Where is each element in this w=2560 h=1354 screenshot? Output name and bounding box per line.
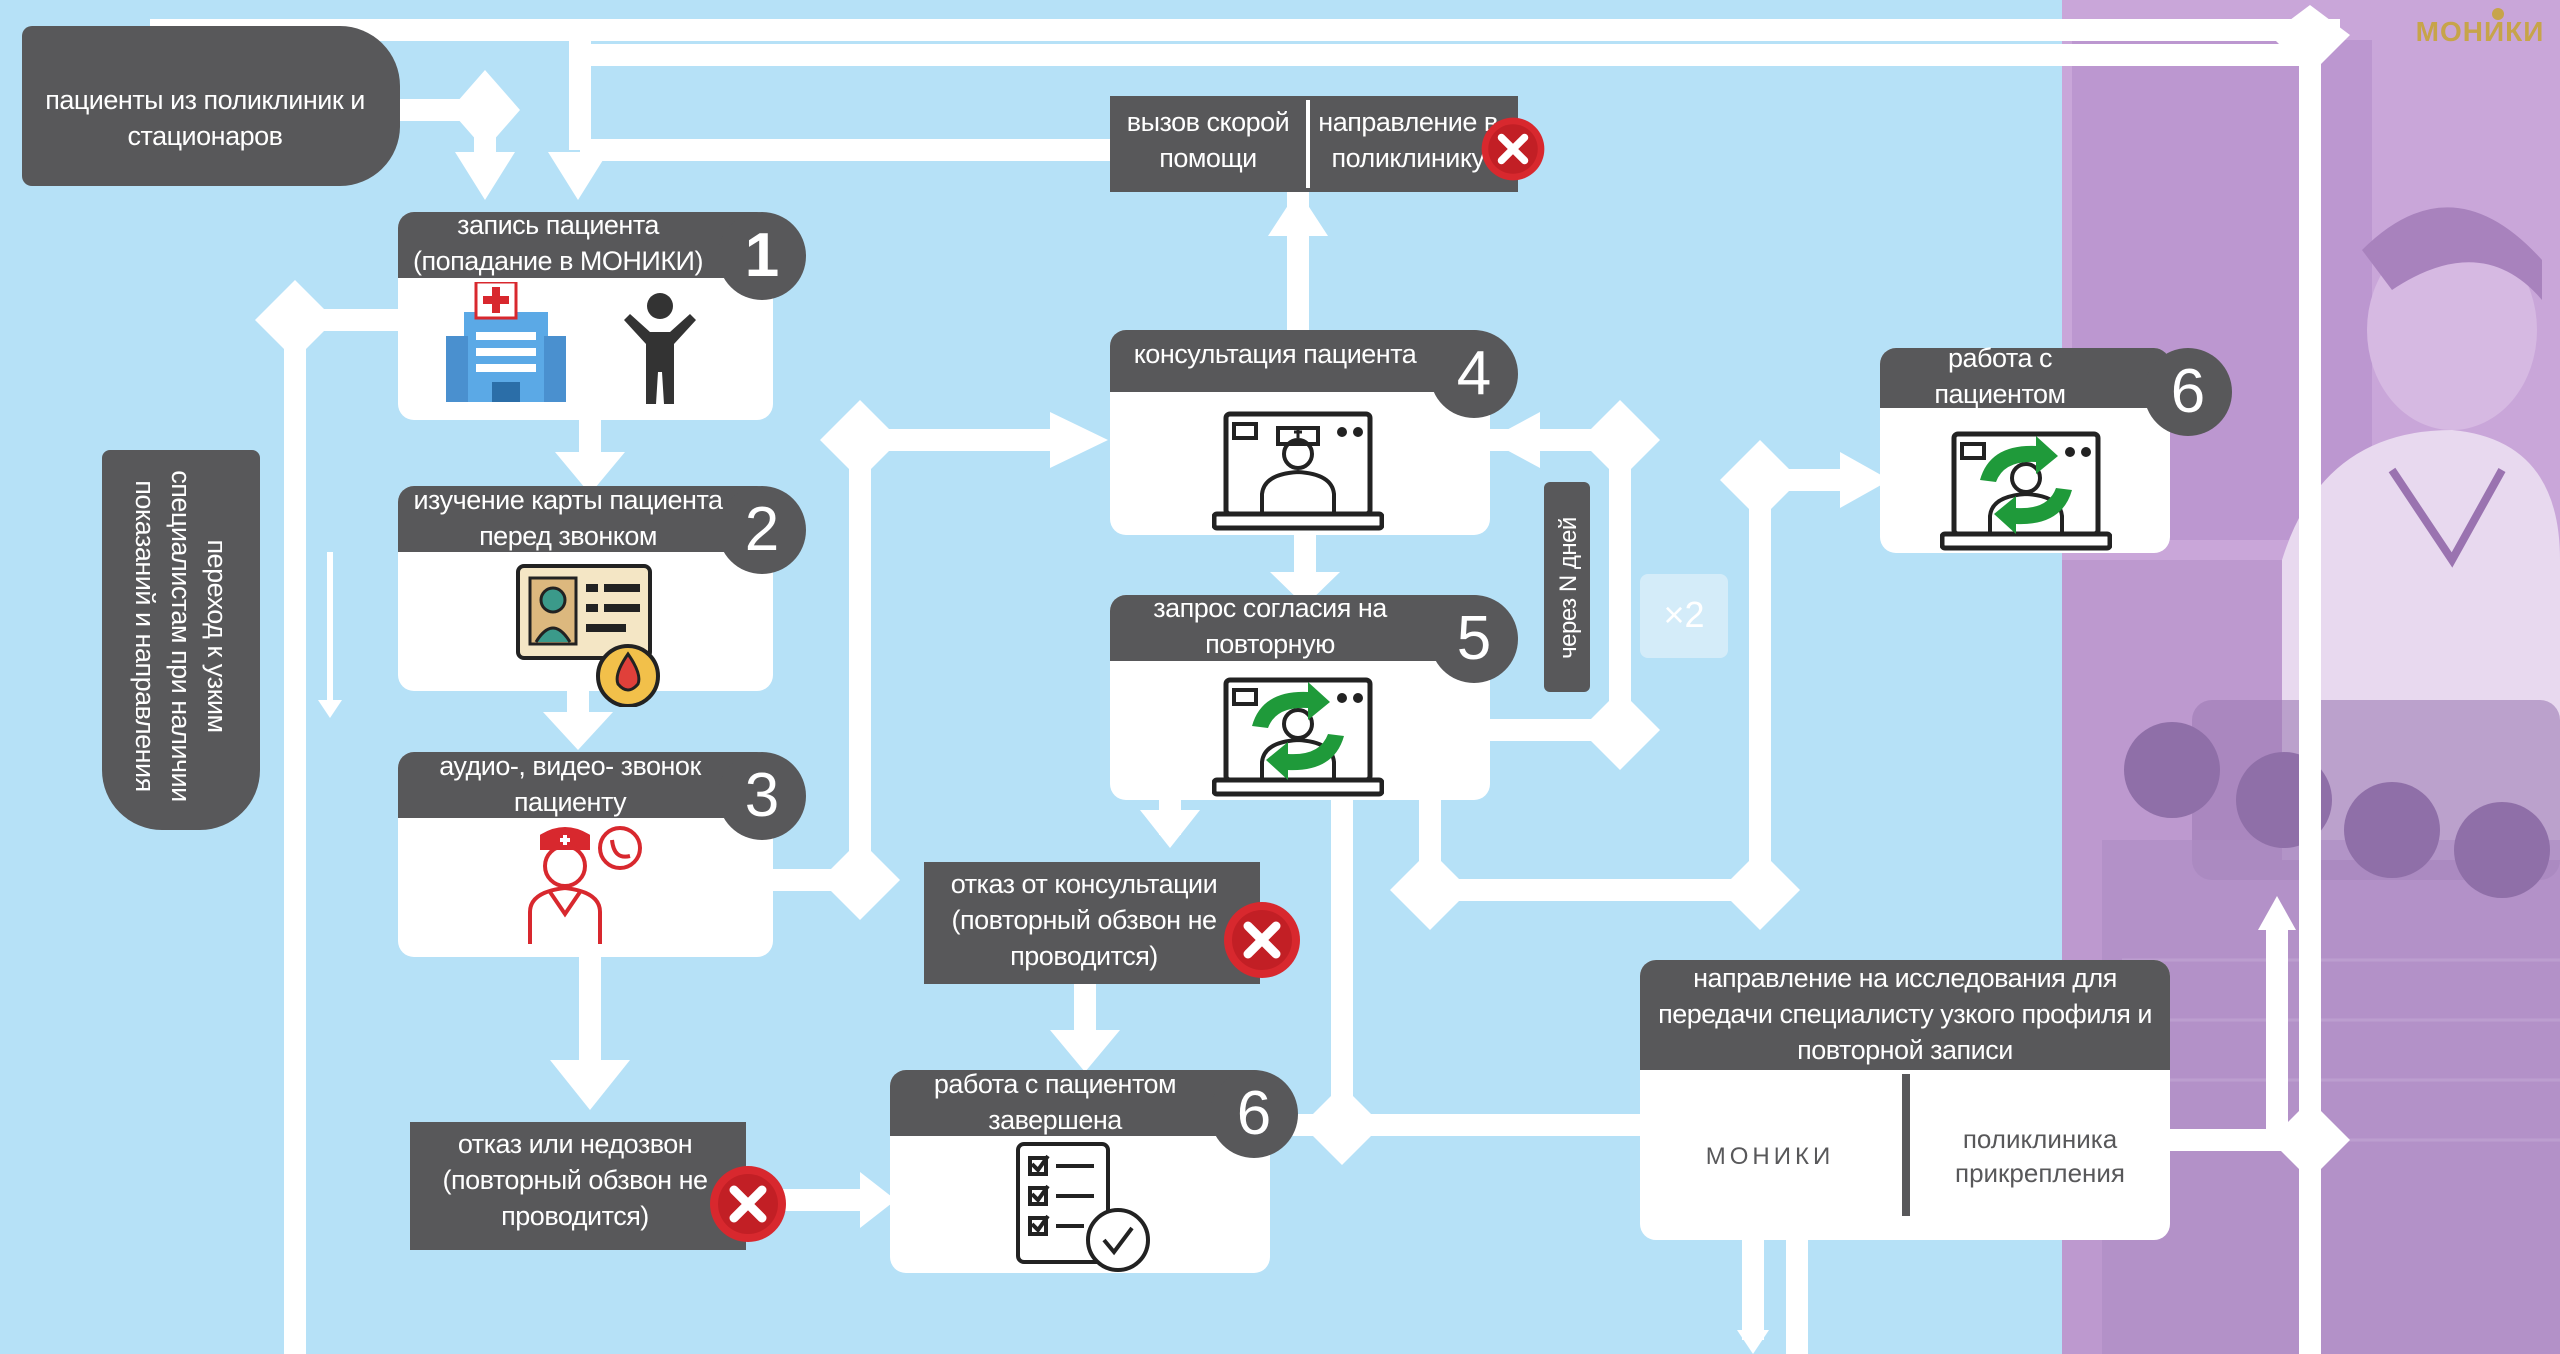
side-note-box: [102, 450, 260, 830]
consult-refusal-label: отказ от консультации (повторный обзвон …: [950, 869, 1218, 971]
step-4-header: [1110, 330, 1490, 392]
consult-refusal-box: [924, 862, 1260, 984]
step-4-number: 4: [1430, 330, 1518, 418]
blood-drop-icon: [596, 644, 660, 707]
laptop-doctor-repeat-icon: [1212, 677, 1384, 797]
step-3-number: 3: [718, 752, 806, 840]
brand-logo: МОНИКИ: [2415, 16, 2545, 47]
side-note-label: переход к узким специалистам при наличии…: [130, 470, 232, 802]
step-6-right-header: [1880, 348, 2170, 408]
repeat-count-label: ×2: [1663, 594, 1705, 635]
close-icon: [710, 1166, 786, 1242]
referral-option-right: поликлиника прикрепления: [1954, 1124, 2126, 1188]
step-2-title: изучение карты пациента перед звонком: [413, 485, 723, 551]
no-answer-box: [410, 1122, 746, 1250]
step-5-number: 5: [1430, 595, 1518, 683]
no-answer-label: отказ или недозвон (повторный обзвон не …: [442, 1129, 708, 1231]
step-4-title: консультация пациента: [1133, 339, 1417, 369]
referral-header: [1640, 960, 2170, 1070]
hospital-icon: [446, 282, 566, 402]
step-1-number: 1: [718, 212, 806, 300]
close-icon: [1224, 902, 1300, 978]
interval-label: через N дней: [1555, 517, 1582, 659]
step-1-header: [398, 212, 773, 278]
referral-title: направление на исследования для передачи…: [1658, 963, 2152, 1065]
source-box: [22, 26, 400, 186]
brand-crown-icon: [2492, 8, 2504, 20]
step-6-bottom-header: [890, 1070, 1270, 1136]
clinic-referral-label: направление в поликлинику: [1318, 107, 1498, 173]
step-5-header: [1110, 595, 1490, 661]
step-3-header: [398, 752, 773, 818]
step-6-bottom-number: 6: [1210, 1070, 1298, 1158]
interval-box: [1544, 482, 1590, 692]
source-label: пациенты из поликлиник и стационаров: [45, 85, 365, 151]
step-1-title: запись пациента (попадание в МОНИКИ): [413, 210, 703, 276]
after-consult-divider: [1306, 100, 1310, 188]
step-3-title: аудио-, видео- звонок пациенту: [439, 751, 701, 817]
step-2-header: [398, 486, 773, 552]
repeat-count-box: [1640, 574, 1728, 658]
close-icon: [1481, 117, 1545, 181]
doctor-phone-icon: [528, 826, 642, 944]
patient-card-icon: [516, 564, 660, 707]
referral-divider: [1902, 1074, 1910, 1216]
ambulance-label: вызов скорой помощи: [1126, 107, 1290, 173]
step-2-number: 2: [718, 486, 806, 574]
after-consult-box: [1110, 96, 1518, 192]
laptop-doctor-icon: [1212, 411, 1384, 531]
laptop-doctor-repeat-icon: [1940, 431, 2112, 551]
checklist-icon: [1016, 1142, 1150, 1272]
step-6-right-number: 6: [2144, 348, 2232, 436]
patient-icon: [624, 293, 696, 404]
referral-option-left: МОНИКИ: [1705, 1143, 1835, 1170]
step-6-bottom-title: работа с пациентом завершена: [933, 1069, 1177, 1135]
